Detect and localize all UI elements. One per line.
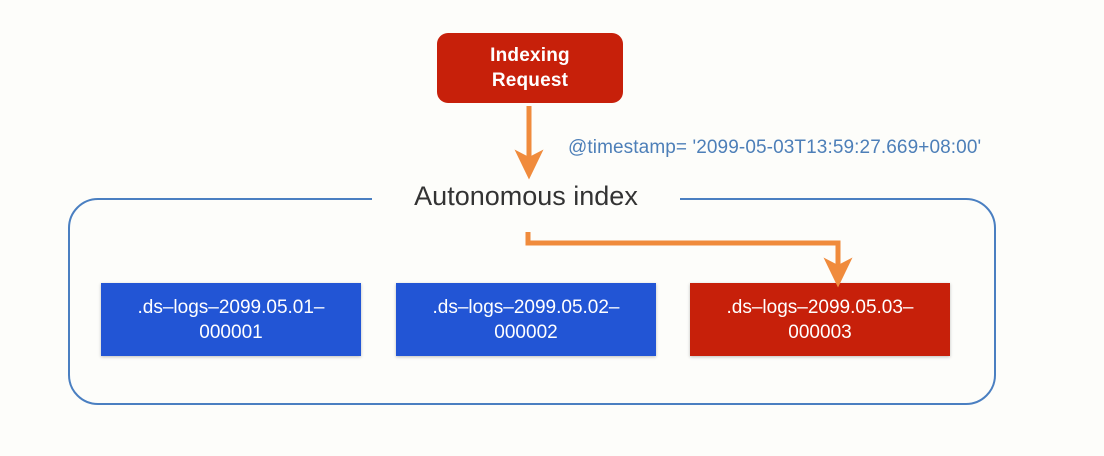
index-box-000003-label: .ds–logs–2099.05.03–000003	[726, 296, 914, 343]
indexing-request-line-1: Indexing	[490, 45, 570, 66]
autonomous-index-label: Autonomous index	[414, 181, 638, 211]
index-box-000003[interactable]: .ds–logs–2099.05.03–000003	[690, 283, 950, 356]
timestamp-annotation: @timestamp= '2099-05-03T13:59:27.669+08:…	[568, 137, 982, 158]
indexing-request-line-2: Request	[491, 70, 569, 91]
container-label-background	[372, 190, 680, 208]
index-box-000002-label: .ds–logs–2099.05.02–000002	[432, 296, 620, 343]
index-box-000001-label: .ds–logs–2099.05.01–000001	[137, 296, 325, 343]
index-box-000001[interactable]: .ds–logs–2099.05.01–000001	[101, 283, 361, 356]
indexing-request-node[interactable]: Indexing Request	[437, 33, 623, 103]
index-box-000002[interactable]: .ds–logs–2099.05.02–000002	[396, 283, 656, 356]
